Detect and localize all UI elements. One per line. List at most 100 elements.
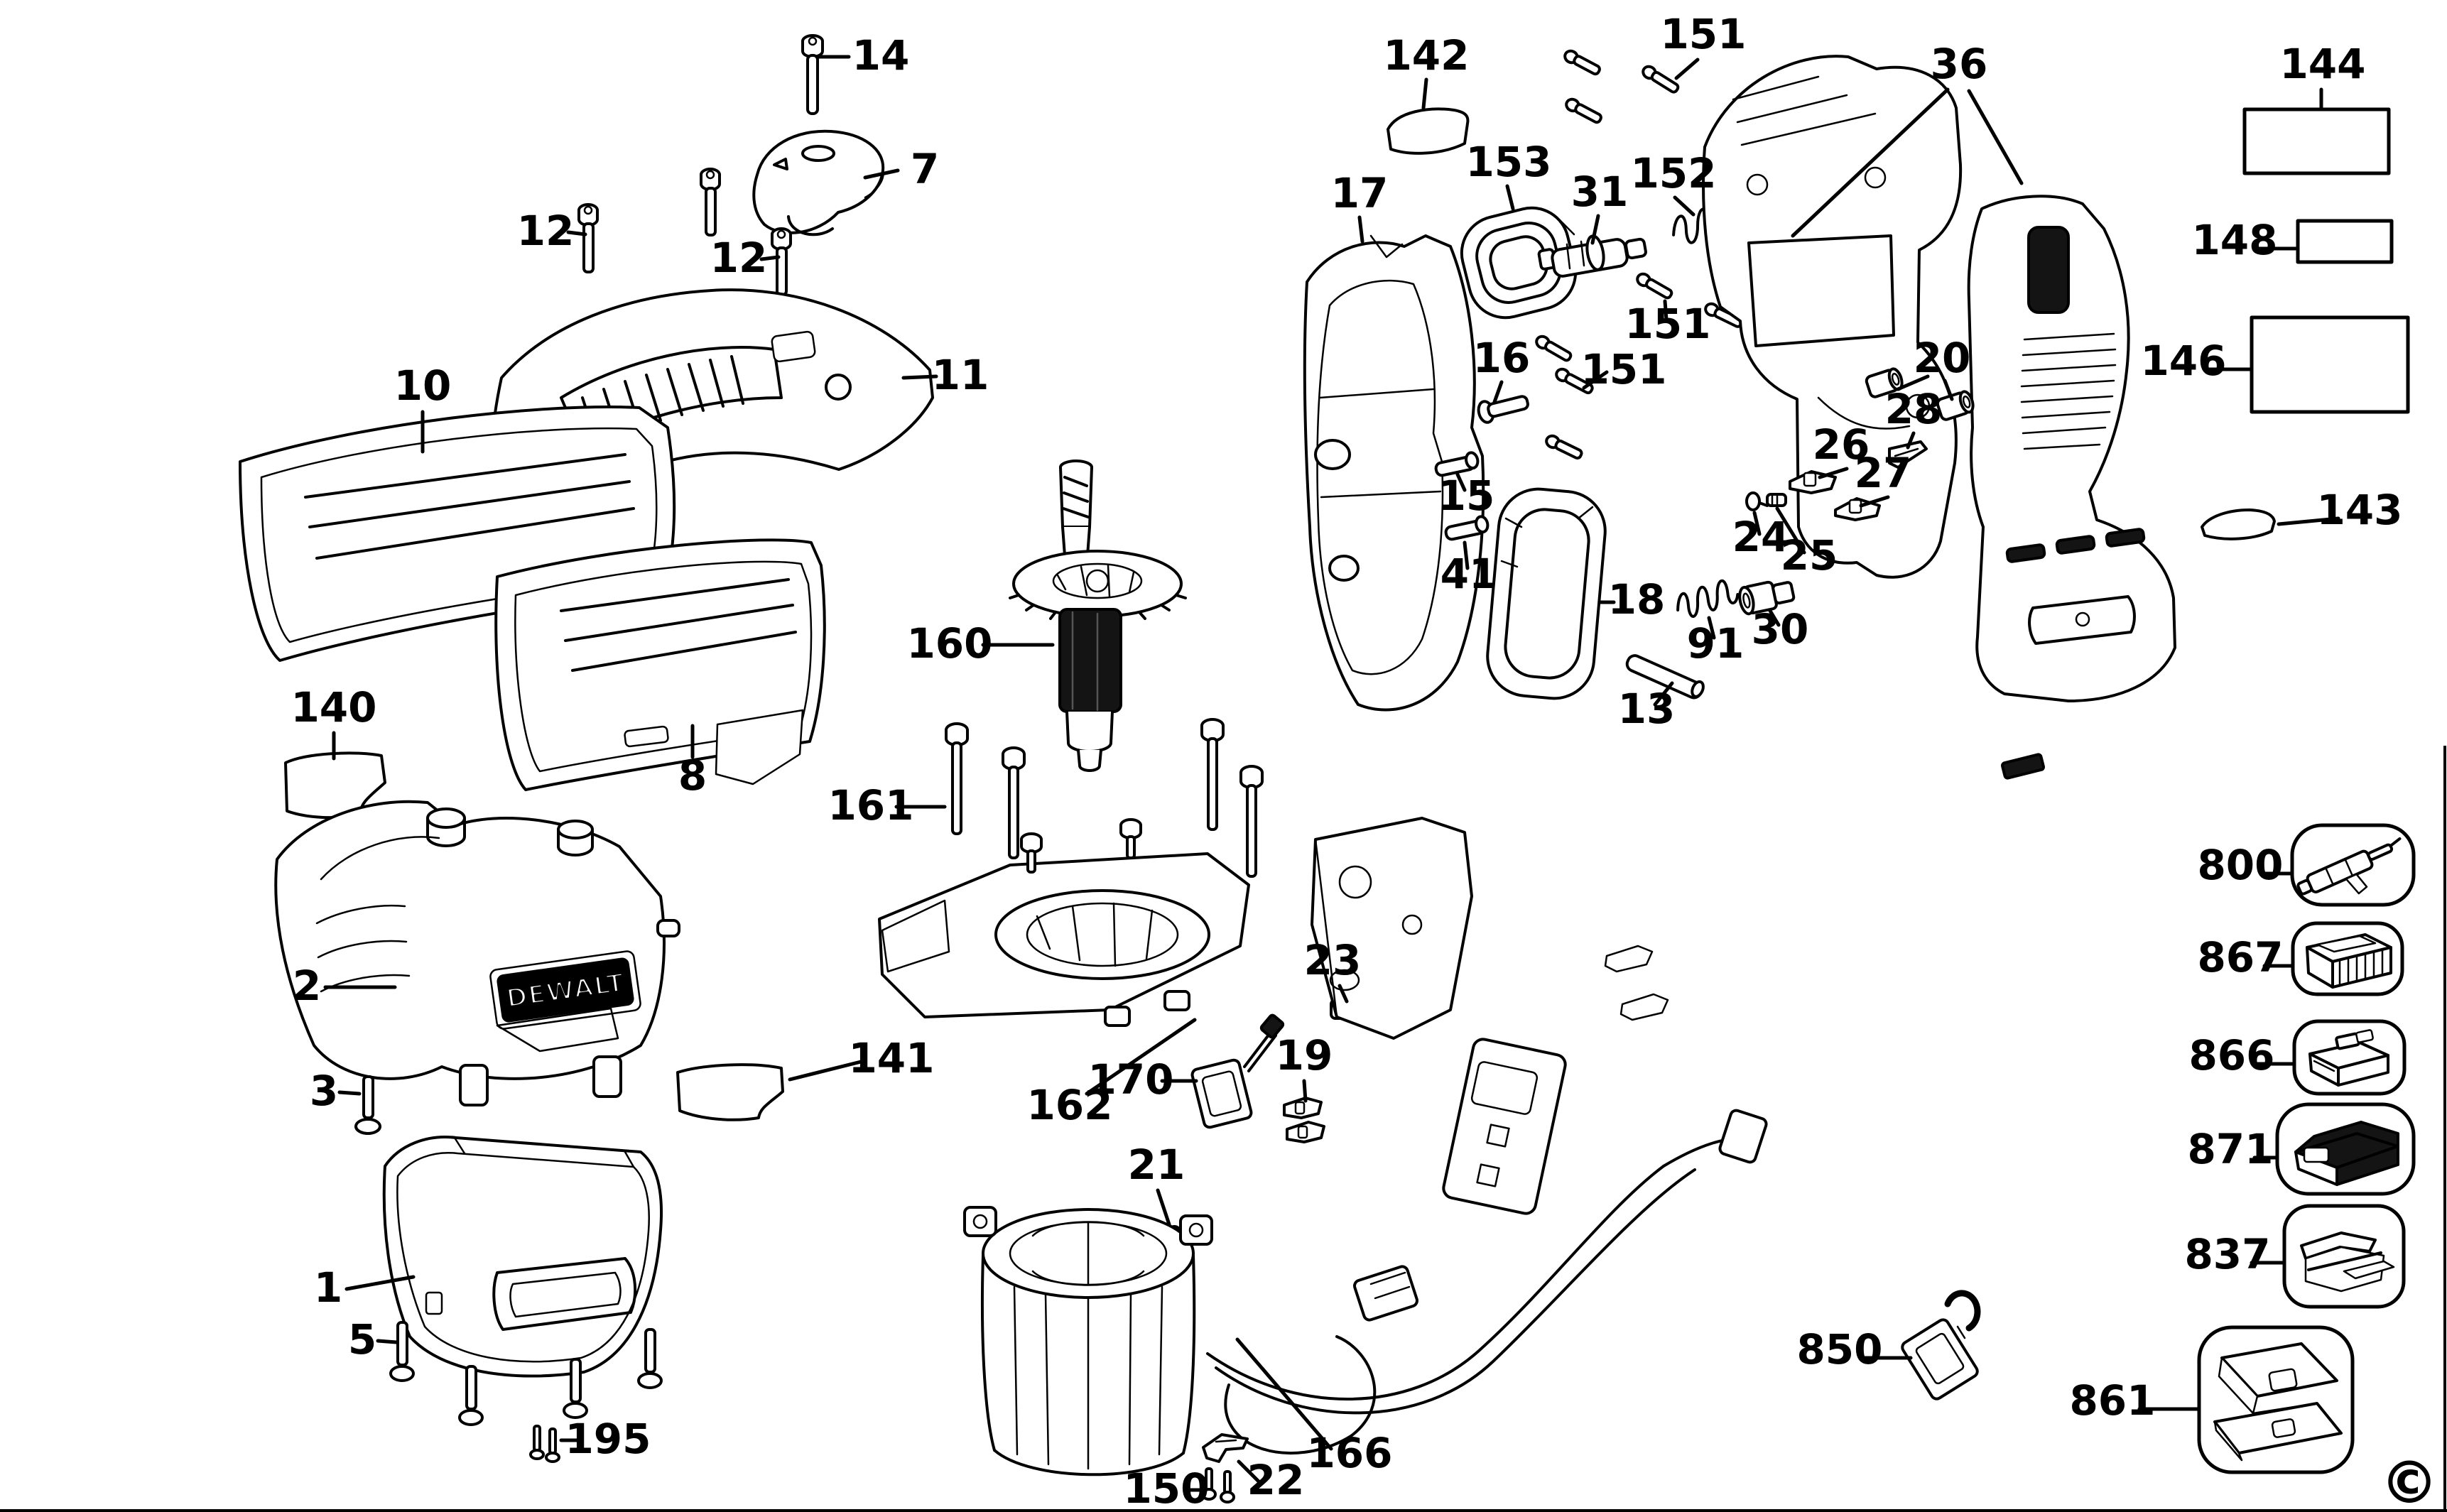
callout-850: 850	[1796, 1325, 1882, 1374]
callout-16: 16	[1473, 334, 1531, 382]
accessory-box-837	[2282, 1204, 2406, 1309]
callout-22: 22	[1247, 1456, 1305, 1504]
callout-12b: 12	[710, 234, 768, 282]
callout-5: 5	[348, 1315, 376, 1364]
callout-28: 28	[1885, 385, 1943, 433]
hang-tag-850	[1901, 1290, 1981, 1400]
callout-1: 1	[314, 1263, 342, 1312]
leader-lines	[323, 55, 2340, 1492]
callout-150: 150	[1123, 1464, 1209, 1512]
callout-26: 26	[1813, 420, 1870, 469]
rubber-collar-153	[1460, 206, 1584, 320]
electronic-module-170	[1190, 1013, 1285, 1129]
handle-half-right	[1967, 195, 2176, 780]
callout-837: 837	[2184, 1230, 2270, 1278]
callout-30: 30	[1752, 605, 1809, 653]
label-sticker-140	[284, 751, 386, 820]
spring-91	[1676, 579, 1740, 618]
spindle-lock-pin-31	[1537, 234, 1647, 278]
callout-11: 11	[932, 351, 989, 399]
callout-13: 13	[1618, 685, 1676, 733]
screws-150	[1201, 1467, 1235, 1503]
inner-frame-36	[1702, 55, 1963, 579]
callout-21: 21	[1128, 1141, 1185, 1189]
callout-18: 18	[1608, 575, 1666, 624]
callout-91: 91	[1687, 619, 1745, 668]
contact-blade-28	[1888, 440, 1928, 469]
housing-half-17	[1303, 234, 1485, 712]
callout-146: 146	[2140, 337, 2226, 385]
callout-867: 867	[2197, 933, 2283, 981]
wire-clip-22	[1202, 1433, 1249, 1463]
callout-31: 31	[1571, 168, 1629, 216]
adjustment-knob-7	[752, 129, 885, 236]
callout-166: 166	[1306, 1429, 1392, 1477]
callout-162: 162	[1026, 1081, 1112, 1129]
callout-170: 170	[1087, 1055, 1173, 1104]
callout-148: 148	[2191, 216, 2277, 264]
bushings-20	[1865, 367, 1975, 421]
callout-143: 143	[2316, 486, 2402, 534]
callout-144: 144	[2279, 40, 2365, 88]
pin-15	[1434, 451, 1480, 477]
screws-161	[945, 718, 1264, 878]
accessory-box-866	[2292, 1019, 2407, 1096]
motor-field-and-switch-assembly-166	[963, 817, 1768, 1476]
callout-140: 140	[291, 683, 376, 731]
boot-seal-18	[1486, 487, 1607, 700]
callout-161: 161	[828, 781, 913, 830]
callout-141: 141	[848, 1034, 934, 1082]
armature-160	[1009, 459, 1187, 772]
callout-25: 25	[1781, 531, 1838, 580]
callout-20: 20	[1914, 334, 1971, 382]
callout-41: 41	[1440, 550, 1498, 598]
screw-3	[354, 1075, 381, 1135]
callout-151b: 151	[1624, 300, 1710, 348]
pin-41	[1444, 515, 1490, 541]
callout-160: 160	[906, 619, 992, 668]
accessory-box-867	[2291, 921, 2404, 996]
cable-clips-19	[1283, 1097, 1325, 1143]
screw-16	[1477, 395, 1529, 424]
pins-151	[1535, 49, 1744, 459]
label-sticker-143	[2201, 508, 2276, 540]
copyright-symbol: ©	[2380, 1450, 2438, 1512]
callout-3: 3	[310, 1067, 338, 1115]
callout-10: 10	[394, 361, 452, 410]
bottom-cover-1	[382, 1136, 663, 1378]
callout-861: 861	[2069, 1376, 2155, 1425]
callout-17: 17	[1331, 169, 1389, 217]
box-144	[2242, 107, 2391, 175]
screws-195	[529, 1425, 560, 1463]
callout-151c: 151	[1580, 345, 1666, 393]
screw-12-middle	[700, 168, 721, 236]
callout-866: 866	[2188, 1031, 2274, 1079]
callout-7: 7	[911, 145, 939, 193]
callout-871: 871	[2187, 1125, 2273, 1173]
callout-152: 152	[1630, 149, 1716, 197]
screw-14	[801, 34, 824, 115]
callout-800: 800	[2197, 841, 2283, 889]
callout-19: 19	[1276, 1031, 1333, 1079]
pin-13	[1625, 654, 1705, 700]
callout-24: 24	[1732, 513, 1790, 561]
pin-25	[1766, 493, 1787, 507]
callout-27: 27	[1855, 449, 1912, 497]
accessory-box-800	[2290, 823, 2416, 907]
side-cover-8	[494, 538, 826, 791]
screw-12-right	[771, 227, 792, 296]
label-sticker-142	[1387, 107, 1470, 155]
screw-12-left	[577, 203, 599, 273]
callout-195: 195	[565, 1415, 651, 1463]
label-sticker-141	[676, 1063, 784, 1121]
callout-12a: 12	[517, 207, 575, 255]
callout-151a: 151	[1660, 10, 1746, 58]
callout-23: 23	[1304, 936, 1362, 984]
callout-2: 2	[293, 962, 321, 1010]
housing-half-2	[274, 800, 680, 1106]
callout-labels: 14 7 12 12 11 10 8 140 2 141 3 1 5 195 1…	[291, 10, 2402, 1512]
box-146	[2250, 315, 2410, 414]
lock-cylinder-30	[1738, 580, 1796, 616]
